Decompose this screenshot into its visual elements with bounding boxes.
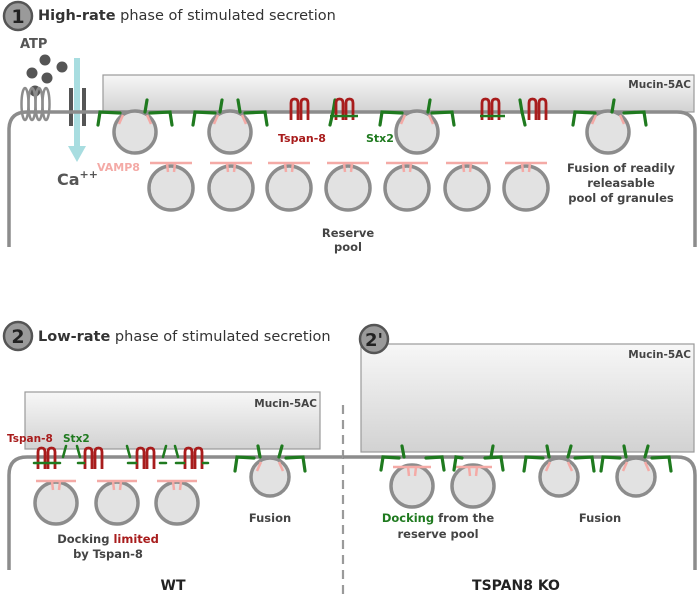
calcium-channel-left xyxy=(69,88,73,126)
fusion-ready-label-1: Fusion of readily xyxy=(567,161,676,175)
calcium-label-superscript: ++ xyxy=(80,168,98,181)
docking-granule xyxy=(389,463,435,509)
docking-reserve-b: from the xyxy=(434,511,494,525)
docking-limited-label-2: by Tspan-8 xyxy=(73,547,143,561)
mucin-block-wt xyxy=(24,391,321,450)
stx2-label: Stx2 xyxy=(366,132,394,145)
tspan8-label: Tspan-8 xyxy=(278,132,326,145)
docking-limited-a: Docking xyxy=(57,532,113,546)
mucin-block xyxy=(102,74,695,113)
mucin-label: Mucin-5AC xyxy=(628,79,691,91)
atp-label: ATP xyxy=(20,37,47,52)
calcium-channel-right xyxy=(82,88,86,126)
panel-1-number-badge xyxy=(2,0,34,32)
vamp8-label: VAMP8 xyxy=(97,161,140,174)
cell-membrane-wt xyxy=(7,455,343,570)
vamp8-docked xyxy=(117,114,626,125)
docked-granule xyxy=(112,109,158,155)
docked-granule xyxy=(207,109,253,155)
reserve-granule xyxy=(383,164,431,212)
docking-limited-label: Docking limited xyxy=(57,532,159,546)
docked-granules xyxy=(112,109,631,155)
docking-reserve-label-2: reserve pool xyxy=(397,527,478,541)
panel-1-title-bold: High-rate xyxy=(38,8,116,24)
vamp8-reserve xyxy=(150,161,547,173)
panel-2-title-rest: phase of stimulated secretion xyxy=(110,329,330,345)
panel-1-number: 1 xyxy=(11,6,24,28)
docking-limited-b: limited xyxy=(113,532,158,546)
reserve-granule xyxy=(443,164,491,212)
fusion-label-ko: Fusion xyxy=(579,511,621,525)
atp-molecule xyxy=(26,67,38,79)
calcium-label: Ca++ xyxy=(57,168,98,189)
panel-2-prime: Mucin-5AC 2' xyxy=(343,323,697,594)
fusion-label-wt: Fusion xyxy=(249,511,291,525)
reserve-granules xyxy=(147,164,550,212)
granule xyxy=(94,480,140,526)
atp-molecule xyxy=(56,61,68,73)
vamp8-fusion-wt xyxy=(255,461,285,472)
granule xyxy=(154,480,200,526)
calcium-influx-arrow-icon xyxy=(68,58,86,162)
stx2-snares-ko xyxy=(379,444,673,473)
reserve-pool-label-1: Reserve xyxy=(322,226,374,240)
docking-granule xyxy=(450,463,496,509)
fusion-ready-label-2: releasable xyxy=(587,176,655,190)
reserve-pool-label-2: pool xyxy=(334,240,362,254)
docking-reserve-label: Docking from the xyxy=(382,511,495,525)
stx2-label-wt: Stx2 xyxy=(63,433,90,445)
reserve-granule xyxy=(147,164,195,212)
cell-membrane-ko xyxy=(343,455,697,570)
atp-molecule xyxy=(39,54,51,66)
panel-2-title: Low-rate phase of stimulated secretion xyxy=(38,329,331,345)
stx2-snares xyxy=(96,98,648,127)
vamp8-ko xyxy=(393,461,651,477)
tspan8-proteins xyxy=(289,97,548,120)
vamp8-wt xyxy=(36,479,197,491)
panel-1-title-rest: phase of stimulated secretion xyxy=(116,8,336,24)
reserve-granule xyxy=(502,164,550,212)
panel-2-prime-number-badge xyxy=(358,323,390,355)
tspan8-proteins-wt xyxy=(36,446,204,469)
mucin-label-wt: Mucin-5AC xyxy=(254,398,317,410)
calcium-label-main: Ca xyxy=(57,170,80,189)
granule xyxy=(33,480,79,526)
stx2-snares-wt xyxy=(32,444,210,465)
docked-granule xyxy=(394,109,440,155)
atp-receptor-icon xyxy=(20,86,51,122)
reserve-granule xyxy=(207,164,255,212)
panel-2-prime-number: 2' xyxy=(365,330,383,351)
mucin-label-ko: Mucin-5AC xyxy=(628,349,691,361)
panel-1-title: High-rate phase of stimulated secretion xyxy=(38,8,336,24)
reserve-granule xyxy=(324,164,372,212)
mucin-block-ko xyxy=(360,343,695,453)
fusing-granule-wt xyxy=(249,456,291,498)
panel-2-number-badge xyxy=(2,320,34,352)
ko-label: TSPAN8 KO xyxy=(472,578,560,594)
tspan8-label-wt: Tspan-8 xyxy=(7,433,53,445)
atp-molecule xyxy=(41,72,53,84)
panel-2: 2 Low-rate phase of stimulated secretion… xyxy=(2,320,343,594)
fusing-granule xyxy=(615,456,657,498)
docked-granule xyxy=(585,109,631,155)
stx2-fusion-wt xyxy=(233,444,307,473)
fusion-ready-label-3: pool of granules xyxy=(568,191,674,205)
reserve-granule xyxy=(265,164,313,212)
wt-label: WT xyxy=(161,578,186,594)
fusing-granule xyxy=(538,456,580,498)
panel-2-title-bold: Low-rate xyxy=(38,329,110,345)
docking-granules-ko xyxy=(389,456,657,509)
panel-2-number: 2 xyxy=(11,326,24,348)
panel-1: 1 High-rate phase of stimulated secretio… xyxy=(2,0,697,254)
docking-reserve-a: Docking xyxy=(382,511,434,525)
